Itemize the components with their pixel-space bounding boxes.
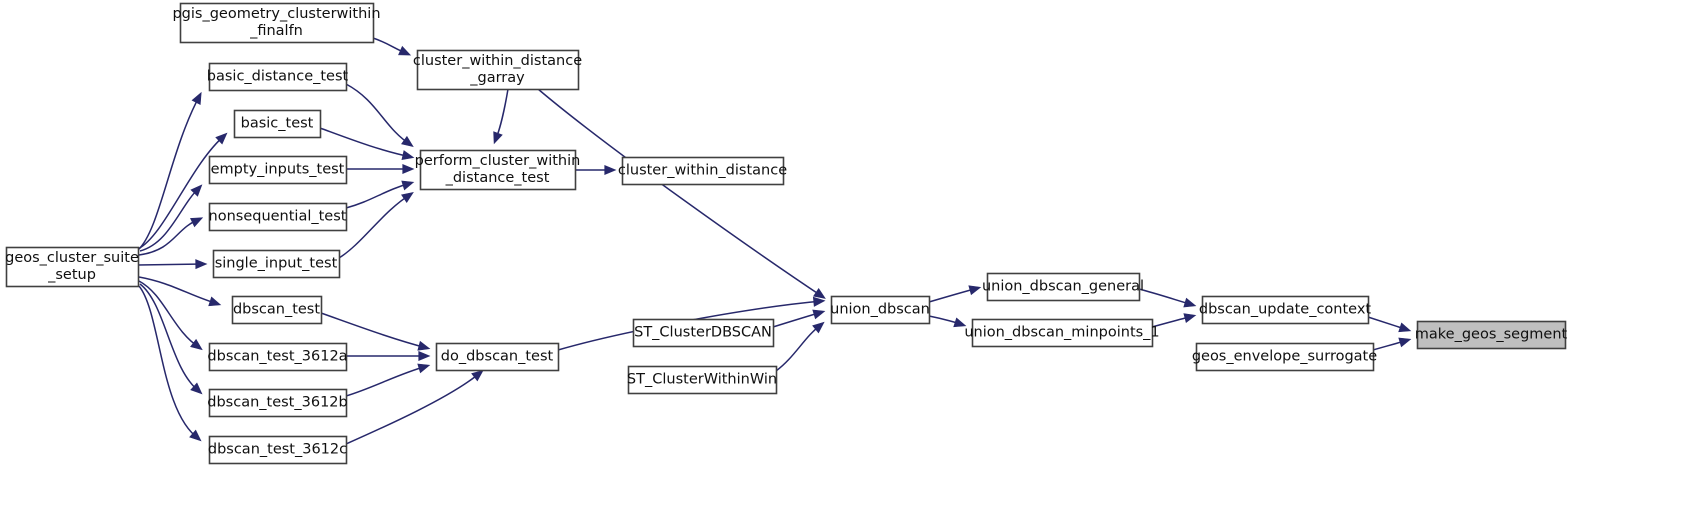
graph-node-basic_distance_test[interactable]: basic_distance_test [207,62,349,92]
nodes-layer: geos_cluster_suite_setup pgis_geometry_cl… [5,2,1568,465]
call-edge [345,182,412,209]
arrow-head-icon [953,317,967,328]
graph-node-dbscan_update_context[interactable]: dbscan_update_context [1199,295,1372,325]
arrow-head-icon [812,321,825,334]
arrow-head-icon [1398,337,1412,348]
node-box[interactable] [208,202,348,232]
arrow-head-icon [493,131,503,145]
call-edge [138,280,201,349]
graph-node-dbscan_test_3612c[interactable]: dbscan_test_3612c [208,435,348,465]
arrow-head-icon [1183,313,1197,324]
graph-node-geos_cluster_suite_setup[interactable]: geos_cluster_suite_setup [5,246,140,288]
arrow-head-icon [190,338,203,351]
graph-node-pgis_geometry_clusterwithin_finalfn[interactable]: pgis_geometry_clusterwithin_finalfn [172,2,381,44]
arrow-head-icon [968,285,982,296]
graph-node-basic_test[interactable]: basic_test [233,109,322,139]
node-box[interactable] [231,295,323,325]
call-edge [137,134,226,250]
arrow-head-icon [191,91,202,105]
arrow-head-icon [471,369,484,382]
arrow-head-icon [190,217,204,228]
node-box[interactable] [830,295,931,325]
arrow-head-icon [215,132,228,145]
arrow-head-icon [190,184,203,197]
call-edge [320,312,428,349]
arrow-head-icon [402,163,415,175]
edges-layer [137,37,1412,445]
graph-node-dbscan_test_3612a[interactable]: dbscan_test_3612a [207,342,348,372]
graph-node-dbscan_test_3612b[interactable]: dbscan_test_3612b [207,388,348,418]
arrow-head-icon [208,296,222,307]
node-box[interactable] [627,365,778,395]
graph-node-union_dbscan_minpoints_1[interactable]: union_dbscan_minpoints_1 [964,318,1160,348]
arrow-head-icon [417,363,431,374]
node-box[interactable] [208,62,348,92]
call-edge [345,83,412,146]
graph-node-dbscan_test[interactable]: dbscan_test [231,295,323,325]
call-edge [775,323,823,372]
node-box[interactable] [419,149,577,191]
node-box[interactable] [208,155,348,185]
call-edge [138,285,200,440]
node-box[interactable] [212,249,341,279]
graph-node-make_geos_segment[interactable]: make_geos_segment [1415,320,1568,350]
arrow-head-icon [189,429,202,442]
arrow-head-icon [401,150,415,161]
arrow-head-icon [401,180,415,191]
call-edge [345,365,428,397]
call-edge [138,276,219,305]
node-box[interactable] [1416,320,1567,350]
arrow-head-icon [401,192,414,203]
node-box[interactable] [986,272,1141,302]
call-edge [139,283,201,393]
graph-node-perform_cluster_within_distance_test[interactable]: perform_cluster_within_distance_test [415,149,581,191]
graph-node-ST_ClusterWithinWin[interactable]: ST_ClusterWithinWin [627,365,778,395]
arrow-head-icon [1183,297,1197,308]
node-box[interactable] [1195,342,1375,372]
node-box[interactable] [1201,295,1370,325]
node-box[interactable] [621,156,785,186]
node-box[interactable] [971,318,1154,348]
node-box[interactable] [435,342,560,372]
graph-node-geos_envelope_surrogate[interactable]: geos_envelope_surrogate [1192,342,1377,372]
node-box[interactable] [5,246,140,288]
graph-node-nonsequential_test[interactable]: nonsequential_test [208,202,348,232]
arrow-head-icon [195,259,208,270]
call-edge [338,193,412,259]
node-box[interactable] [208,388,348,418]
node-box[interactable] [632,318,775,348]
call-edge [345,371,482,445]
arrow-head-icon [813,288,826,299]
graph-node-cluster_within_distance_garray[interactable]: cluster_within_distance_garray [413,49,582,91]
graph-node-empty_inputs_test[interactable]: empty_inputs_test [208,155,348,185]
call-edge [137,94,201,251]
call-edge [537,88,824,298]
arrow-head-icon [401,135,414,148]
node-box[interactable] [233,109,322,139]
arrow-head-icon [398,45,412,56]
call-edge [138,218,201,256]
graph-node-ST_ClusterDBSCAN[interactable]: ST_ClusterDBSCAN [632,318,775,348]
node-box[interactable] [208,435,348,465]
node-box[interactable] [179,2,375,44]
arrow-head-icon [418,350,431,362]
graph-node-cluster_within_distance[interactable]: cluster_within_distance [618,156,787,186]
graph-node-do_dbscan_test[interactable]: do_dbscan_test [435,342,560,372]
arrow-head-icon [190,382,203,395]
arrow-head-icon [417,340,431,351]
call-edge [319,127,412,158]
graph-node-union_dbscan_general[interactable]: union_dbscan_general [982,272,1144,302]
node-box[interactable] [208,342,348,372]
call-edge [137,263,205,266]
arrow-head-icon [1398,322,1412,333]
graph-node-single_input_test[interactable]: single_input_test [212,249,341,279]
arrow-head-icon [812,309,826,320]
graph-node-union_dbscan[interactable]: union_dbscan [830,295,931,325]
arrow-head-icon [604,164,617,176]
arrow-head-icon [812,296,826,307]
node-box[interactable] [416,49,580,91]
